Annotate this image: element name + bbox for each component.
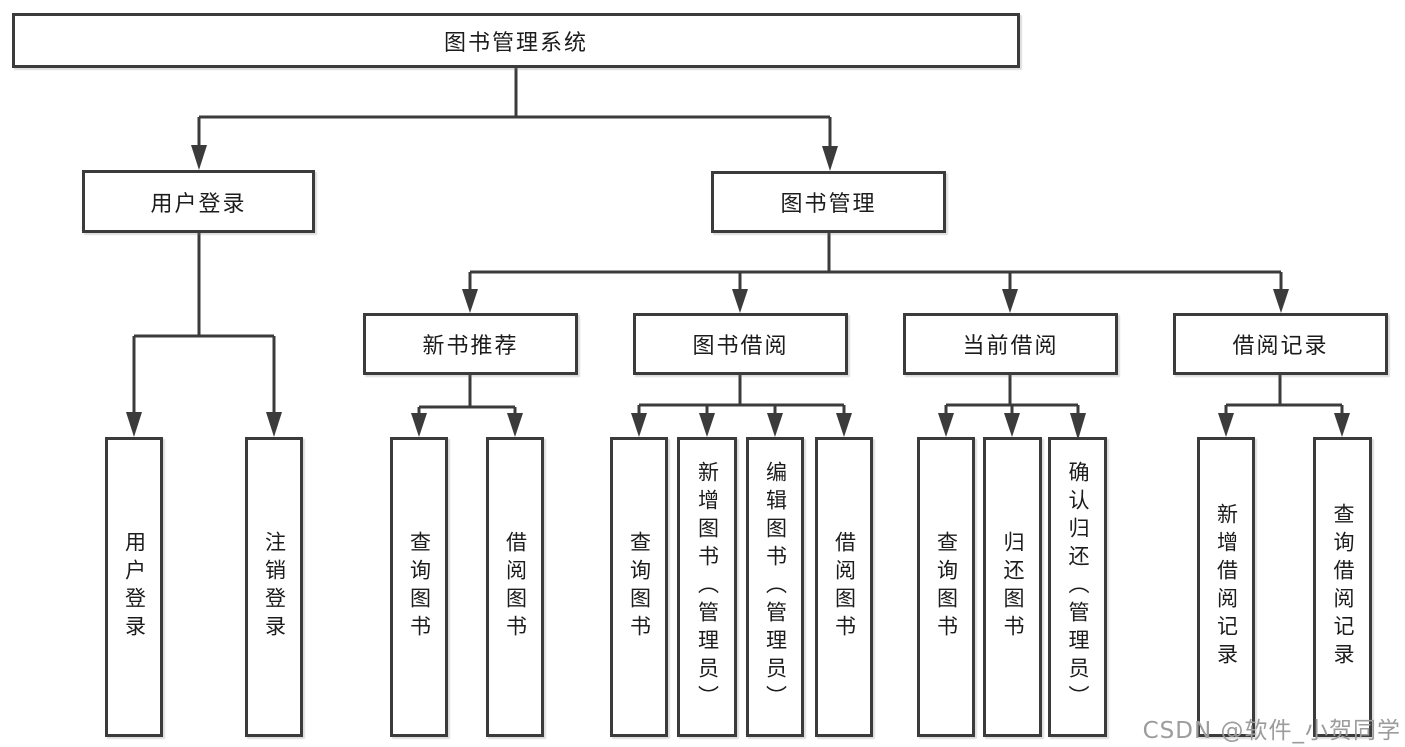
node-user-login: 用户登录 <box>82 170 315 233</box>
node-label: 查询借阅记录 <box>1331 503 1355 671</box>
node-label: 新增借阅记录 <box>1214 503 1239 671</box>
connector-current-borrowing-children <box>938 375 1086 440</box>
leaf-query-books-recommend: 查询图书 <box>390 437 448 737</box>
node-label: 新书推荐 <box>422 334 519 359</box>
node-label: 查询图书 <box>407 531 432 643</box>
leaf-user-login: 用户登录 <box>105 437 163 737</box>
node-label: 用户登录 <box>150 191 247 217</box>
connector-new-book-children <box>411 375 523 437</box>
node-book-management: 图书管理 <box>711 171 946 233</box>
node-label: 借阅图书 <box>832 531 857 643</box>
leaf-add-borrow-record: 新增借阅记录 <box>1197 437 1255 737</box>
node-label: 图书管理 <box>780 192 877 217</box>
leaf-logout: 注销登录 <box>245 437 303 737</box>
connector-borrowing-records-children <box>1218 375 1350 437</box>
node-book-borrowing: 图书借阅 <box>633 313 848 375</box>
node-library-management-system: 图书管理系统 <box>12 13 1020 68</box>
node-label: 借阅记录 <box>1232 334 1329 359</box>
connector-root-to-branches <box>191 68 838 171</box>
node-label: 图书管理系统 <box>443 30 588 56</box>
leaf-query-books-current: 查询图书 <box>917 437 975 737</box>
node-label: 新增图书（管理员） <box>695 461 720 713</box>
leaf-add-book-admin: 新增图书（管理员） <box>677 437 737 737</box>
node-label: 借阅图书 <box>503 531 528 643</box>
node-borrowing-records: 借阅记录 <box>1173 313 1388 375</box>
node-label: 编辑图书（管理员） <box>763 461 788 713</box>
leaf-query-borrow-record: 查询借阅记录 <box>1313 437 1372 737</box>
connector-book-borrowing-children <box>631 375 852 437</box>
node-label: 注销登录 <box>262 531 287 643</box>
leaf-edit-book-admin: 编辑图书（管理员） <box>746 437 804 737</box>
node-label: 当前借阅 <box>962 334 1059 359</box>
node-new-book-recommendation: 新书推荐 <box>363 313 578 375</box>
node-label: 归还图书 <box>1001 531 1025 643</box>
leaf-confirm-return-admin: 确认归还（管理员） <box>1048 437 1107 737</box>
leaf-borrow-books-recommend: 借阅图书 <box>486 437 544 737</box>
node-label: 查询图书 <box>934 531 959 643</box>
node-label: 图书借阅 <box>692 334 789 359</box>
node-label: 确认归还（管理员） <box>1066 461 1090 713</box>
watermark: CSDN @软件_小贺同学 <box>1142 718 1401 744</box>
leaf-return-books: 归还图书 <box>983 437 1042 737</box>
connector-book-management-children <box>462 233 1289 313</box>
connector-user-login-children <box>126 233 282 437</box>
node-label: 查询图书 <box>627 531 652 643</box>
leaf-borrow-books-borrowing: 借阅图书 <box>815 437 873 737</box>
node-current-borrowing: 当前借阅 <box>903 313 1118 375</box>
leaf-query-books-borrowing: 查询图书 <box>610 437 668 737</box>
node-label: 用户登录 <box>122 531 147 643</box>
